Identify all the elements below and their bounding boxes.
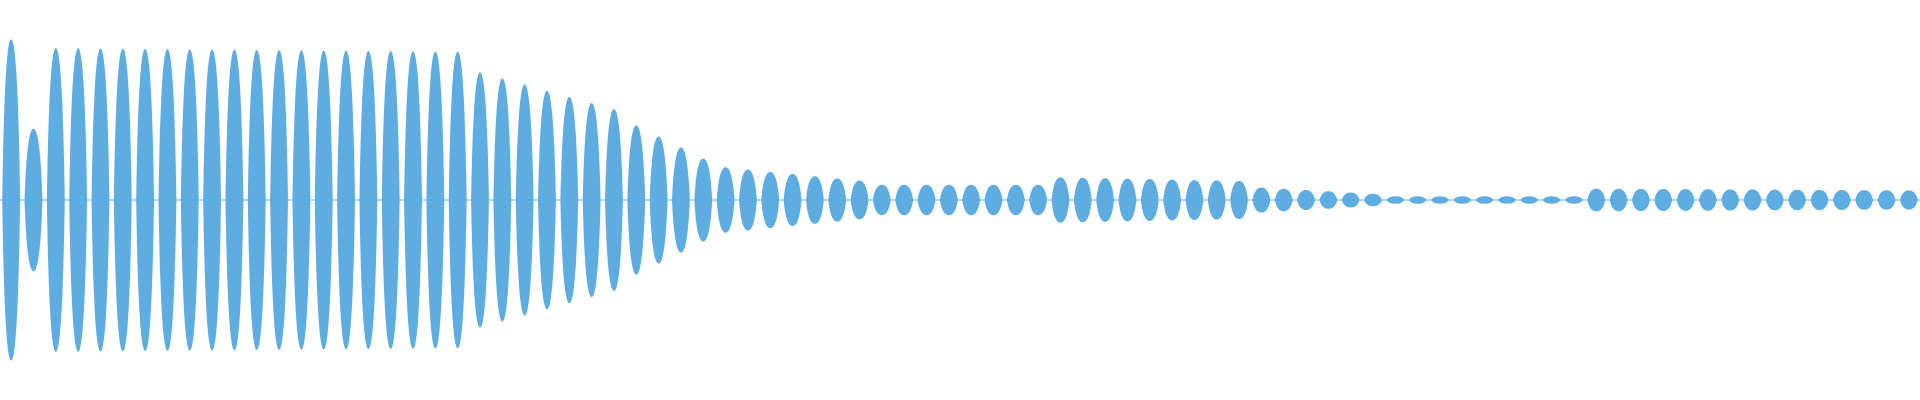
waveform-burst — [850, 180, 869, 220]
waveform-burst — [69, 48, 88, 352]
waveform-burst — [471, 72, 489, 328]
waveform-burst — [1721, 189, 1740, 211]
waveform-burst — [627, 125, 646, 275]
waveform-burst — [828, 178, 847, 222]
waveform-burst — [939, 184, 958, 216]
waveform-burst — [46, 48, 65, 352]
waveform-burst — [2, 39, 21, 361]
waveform-burst — [1140, 179, 1159, 221]
waveform-burst — [1408, 196, 1427, 204]
waveform-burst — [1073, 177, 1092, 223]
waveform-burst — [1230, 180, 1248, 220]
waveform-burst — [1252, 187, 1271, 213]
waveform-burst — [515, 84, 534, 316]
waveform-burst — [203, 49, 222, 351]
waveform-burst — [1542, 196, 1561, 204]
waveform-burst — [1765, 189, 1784, 211]
waveform-burst — [895, 184, 914, 216]
waveform-burst — [716, 167, 735, 233]
waveform-burst — [270, 50, 288, 350]
waveform-burst — [1297, 189, 1315, 211]
waveform-burst — [783, 173, 802, 227]
waveform-burst — [136, 48, 155, 352]
waveform-burst — [1274, 188, 1293, 212]
waveform-burst — [1475, 196, 1494, 204]
waveform-burst — [1788, 189, 1807, 211]
waveform-burst — [1431, 196, 1449, 204]
waveform-burst — [984, 184, 1003, 216]
waveform-burst — [872, 184, 891, 216]
waveform-burst — [1587, 188, 1606, 212]
waveform-burst — [605, 109, 623, 291]
waveform-burst — [1565, 196, 1583, 204]
waveform-burst — [180, 49, 199, 351]
waveform-burst — [1632, 188, 1650, 212]
waveform-burst — [1832, 190, 1851, 210]
waveform-burst — [247, 49, 266, 351]
waveform-burst — [1698, 189, 1717, 211]
waveform-burst — [493, 78, 512, 322]
waveform-burst — [1341, 192, 1360, 208]
waveform-burst — [1386, 196, 1405, 204]
waveform-burst — [359, 50, 378, 350]
waveform-burst — [1096, 178, 1115, 222]
waveform-burst — [1654, 189, 1673, 211]
waveform-burst — [1207, 180, 1226, 220]
waveform-burst — [1319, 191, 1338, 209]
waveform-bursts — [2, 39, 1918, 361]
waveform-burst — [225, 49, 244, 351]
waveform-burst — [805, 176, 824, 224]
waveform-burst — [1185, 179, 1204, 221]
waveform-burst — [1364, 193, 1382, 207]
waveform-burst — [1609, 188, 1628, 212]
waveform-burst — [962, 184, 981, 216]
waveform-burst — [1877, 190, 1896, 210]
waveform-burst — [158, 49, 177, 351]
waveform-burst — [560, 96, 579, 304]
waveform-burst — [113, 48, 132, 352]
waveform-burst — [917, 184, 936, 216]
waveform-burst — [1855, 190, 1874, 210]
waveform-burst — [672, 147, 690, 253]
waveform-burst — [292, 50, 311, 350]
waveform-burst — [1006, 184, 1025, 216]
waveform-burst — [381, 51, 400, 349]
waveform-burst — [1810, 189, 1829, 211]
waveform-burst — [24, 128, 43, 272]
waveform-burst — [1676, 189, 1695, 211]
waveform-burst — [582, 102, 601, 298]
waveform-burst — [1163, 179, 1182, 221]
waveform-burst — [1118, 178, 1137, 222]
waveform-burst — [1453, 196, 1472, 204]
waveform-burst — [404, 51, 422, 349]
waveform-burst — [1743, 189, 1762, 211]
waveform-burst — [1498, 196, 1516, 204]
waveform-burst — [1051, 177, 1070, 223]
waveform-burst — [694, 158, 713, 242]
waveform-burst — [738, 169, 757, 231]
waveform-burst — [426, 51, 445, 349]
waveform-burst — [448, 51, 467, 349]
waveform-burst — [649, 136, 668, 264]
waveform-burst — [314, 50, 333, 350]
waveform-burst — [1029, 184, 1048, 216]
waveform-burst — [1520, 196, 1539, 204]
waveform-burst — [761, 171, 780, 229]
waveform-burst — [337, 50, 355, 350]
waveform-burst — [538, 90, 556, 310]
waveform-burst — [1899, 190, 1918, 210]
waveform-burst — [91, 48, 110, 352]
